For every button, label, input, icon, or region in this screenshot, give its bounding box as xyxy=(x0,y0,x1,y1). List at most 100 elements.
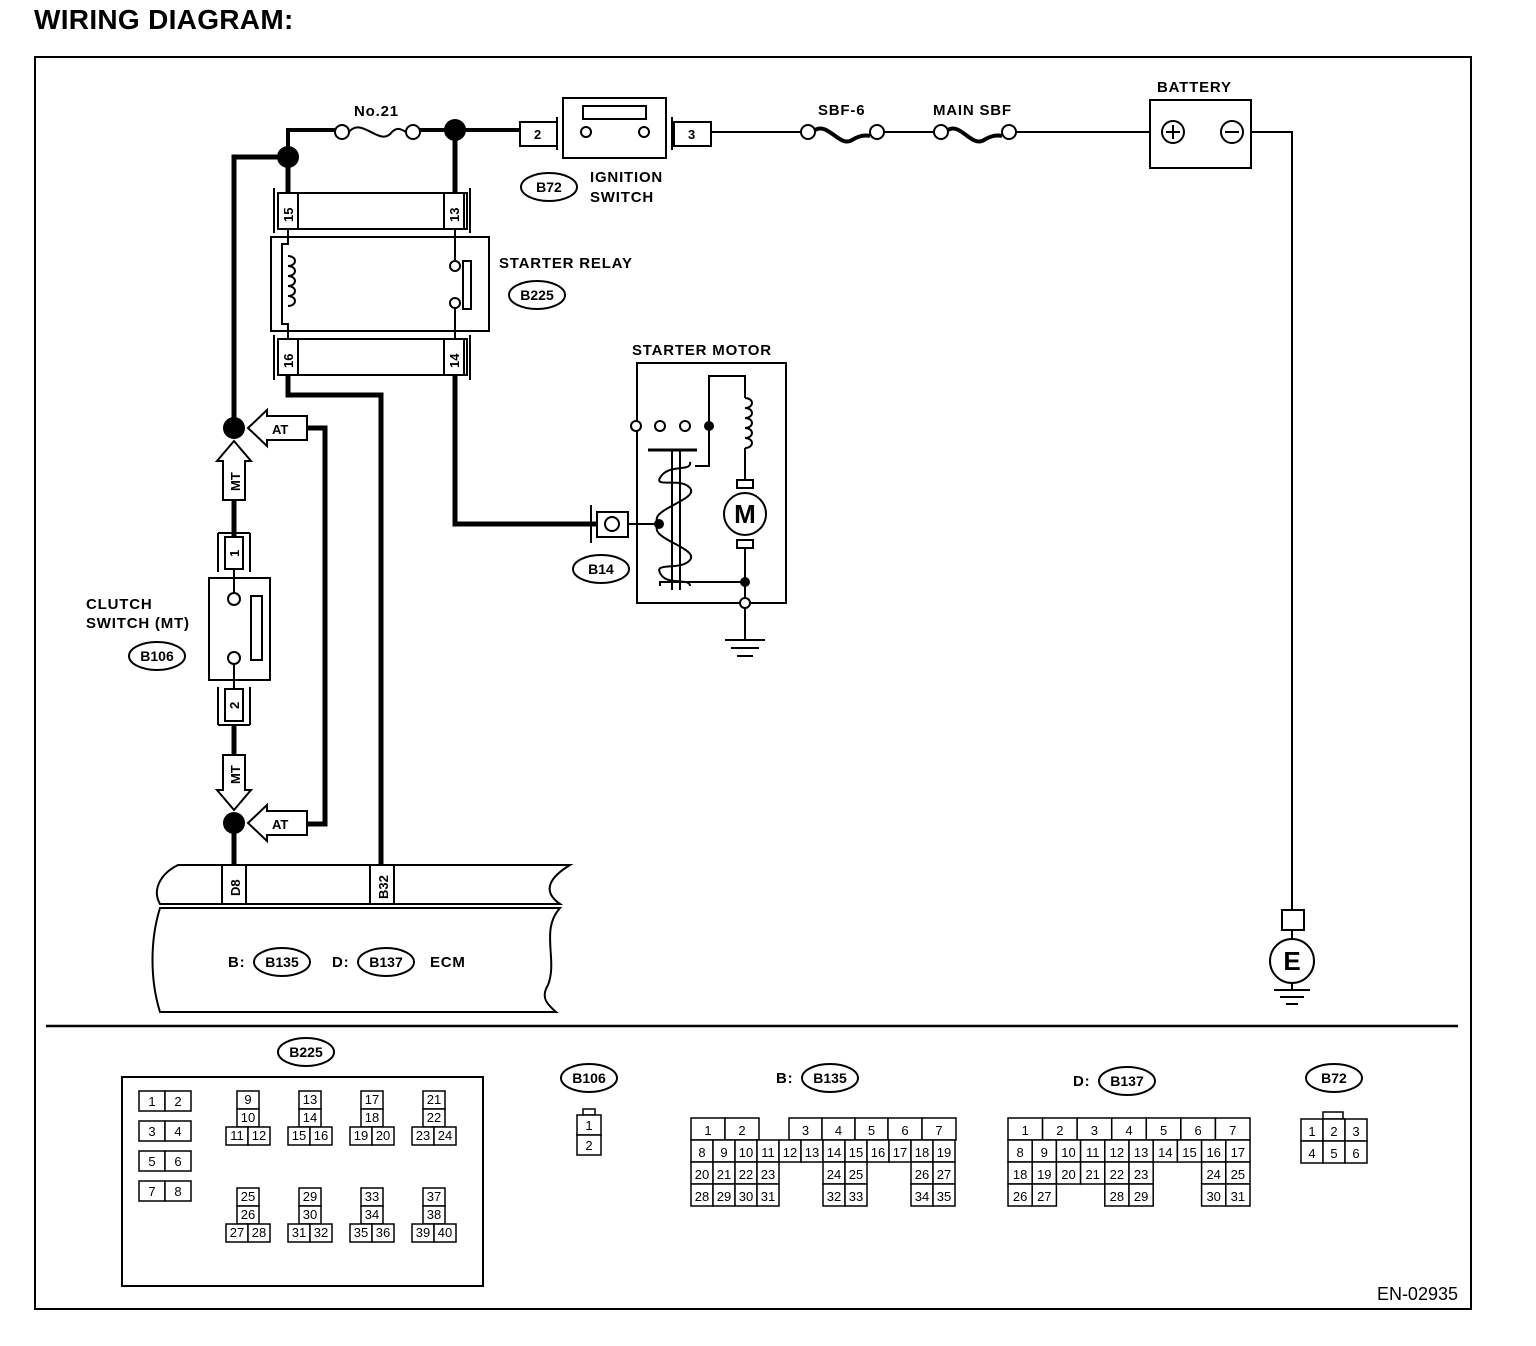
b106-view-label: B106 xyxy=(572,1070,606,1086)
diagram-frame xyxy=(34,56,1472,1310)
pin-number: 2 xyxy=(1330,1124,1337,1139)
splice-node xyxy=(444,119,466,141)
pin-number: 5 xyxy=(1330,1146,1337,1161)
ignition-label-2: SWITCH xyxy=(590,189,654,206)
motor-symbol: M xyxy=(734,499,756,529)
at-label: AT xyxy=(272,422,288,437)
pin-number: 18 xyxy=(915,1145,929,1160)
pin-number: 28 xyxy=(252,1225,266,1240)
pin-number: 27 xyxy=(937,1167,951,1182)
b135-view-label: B135 xyxy=(813,1070,847,1086)
pin-number: 16 xyxy=(1206,1145,1220,1160)
pin-cell xyxy=(371,1126,395,1146)
b14-oval-label: B14 xyxy=(588,561,614,577)
pin-number: 32 xyxy=(827,1189,841,1204)
pin-number: 15 xyxy=(292,1128,306,1143)
pin-number: 29 xyxy=(303,1189,317,1204)
ground-e: E xyxy=(1269,909,1315,1005)
pin-number: 29 xyxy=(1134,1189,1148,1204)
pin-number: 26 xyxy=(1013,1189,1027,1204)
mt-label: MT xyxy=(228,765,243,784)
pin-number: 18 xyxy=(1013,1167,1027,1182)
pin-cell xyxy=(371,1223,395,1243)
pin-number: 20 xyxy=(1061,1167,1075,1182)
pin-number: 7 xyxy=(935,1123,942,1138)
starter-relay-label: STARTER RELAY xyxy=(499,255,633,272)
b225-oval-label: B225 xyxy=(520,287,554,303)
pin-number: 5 xyxy=(1160,1123,1167,1138)
pin-number: 2 xyxy=(1056,1123,1063,1138)
b106-pin: 2 xyxy=(585,1138,592,1153)
starter-relay: 15 13 16 14 STARTER RELAY B225 xyxy=(270,188,633,380)
ecm-b-prefix: B: xyxy=(228,954,245,971)
pin-cell xyxy=(433,1126,457,1146)
ecm-label: ECM xyxy=(430,954,466,971)
b137-view-label: B137 xyxy=(1110,1073,1144,1089)
pin-number: 13 xyxy=(1134,1145,1148,1160)
pin-cell xyxy=(1225,1183,1251,1207)
pin-number: 3 xyxy=(802,1123,809,1138)
pin-number: 11 xyxy=(761,1145,775,1160)
pin-number: 7 xyxy=(1229,1123,1236,1138)
pin-number: 30 xyxy=(739,1189,753,1204)
pin-number: 8 xyxy=(1016,1145,1023,1160)
pin-number: 14 xyxy=(303,1110,317,1125)
pin-cell xyxy=(164,1150,192,1172)
pin-number: 17 xyxy=(893,1145,907,1160)
pin-number: 12 xyxy=(1110,1145,1124,1160)
pin-number: 19 xyxy=(1037,1167,1051,1182)
clutch-pin-1: 1 xyxy=(227,550,242,557)
ecm-d-prefix: D: xyxy=(332,954,349,971)
connector-view-b106: B106 1 2 xyxy=(560,1063,618,1156)
pin-cell xyxy=(844,1183,868,1207)
pin-number: 30 xyxy=(303,1207,317,1222)
page-title: WIRING DIAGRAM: xyxy=(34,4,294,35)
pin-number: 26 xyxy=(241,1207,255,1222)
pin-number: 12 xyxy=(783,1145,797,1160)
pin-number: 23 xyxy=(761,1167,775,1182)
pin-number: 40 xyxy=(438,1225,452,1240)
pin-cell xyxy=(164,1120,192,1142)
splice-node xyxy=(223,812,245,834)
pin-number: 3 xyxy=(148,1124,155,1139)
option-arrow-mt-upper: MT xyxy=(214,439,254,501)
pin-number: 21 xyxy=(427,1092,441,1107)
b72-oval-label: B72 xyxy=(536,179,562,195)
ecm-pin-b32: B32 xyxy=(376,875,391,899)
ign-pin-3: 3 xyxy=(688,127,695,142)
pin-number: 6 xyxy=(1195,1123,1202,1138)
pin-number: 37 xyxy=(427,1189,441,1204)
ecm-pin-d8: D8 xyxy=(228,879,243,896)
pin-cell xyxy=(309,1126,333,1146)
pin-number: 11 xyxy=(1086,1145,1100,1160)
fuse-no21: No.21 xyxy=(334,103,421,140)
harness-wiring xyxy=(231,130,597,868)
pin-number: 2 xyxy=(738,1123,745,1138)
pin-number: 31 xyxy=(292,1225,306,1240)
pin-cell xyxy=(1344,1140,1368,1164)
pin-number: 9 xyxy=(244,1092,251,1107)
pin-number: 27 xyxy=(230,1225,244,1240)
pin-number: 23 xyxy=(416,1128,430,1143)
pin-number: 10 xyxy=(1061,1145,1075,1160)
pin-number: 9 xyxy=(1041,1145,1048,1160)
pin-number: 17 xyxy=(365,1092,379,1107)
pin-number: 3 xyxy=(1352,1124,1359,1139)
starter-motor: B14 STARTER MOTOR M xyxy=(572,342,787,657)
ign-pin-2: 2 xyxy=(534,127,541,142)
pin-number: 11 xyxy=(230,1128,244,1143)
pin-number: 10 xyxy=(241,1110,255,1125)
pin-number: 19 xyxy=(354,1128,368,1143)
b106-oval-label: B106 xyxy=(140,648,174,664)
pin-number: 31 xyxy=(1231,1189,1245,1204)
pin-number: 21 xyxy=(717,1167,731,1182)
relay-pin-13: 13 xyxy=(447,208,462,222)
b135-oval-label: B135 xyxy=(265,954,299,970)
figure-code: EN-02935 xyxy=(1377,1284,1458,1304)
pin-cell xyxy=(247,1223,271,1243)
pin-cell xyxy=(756,1183,780,1207)
pin-number: 23 xyxy=(1134,1167,1148,1182)
pin-number: 5 xyxy=(868,1123,875,1138)
